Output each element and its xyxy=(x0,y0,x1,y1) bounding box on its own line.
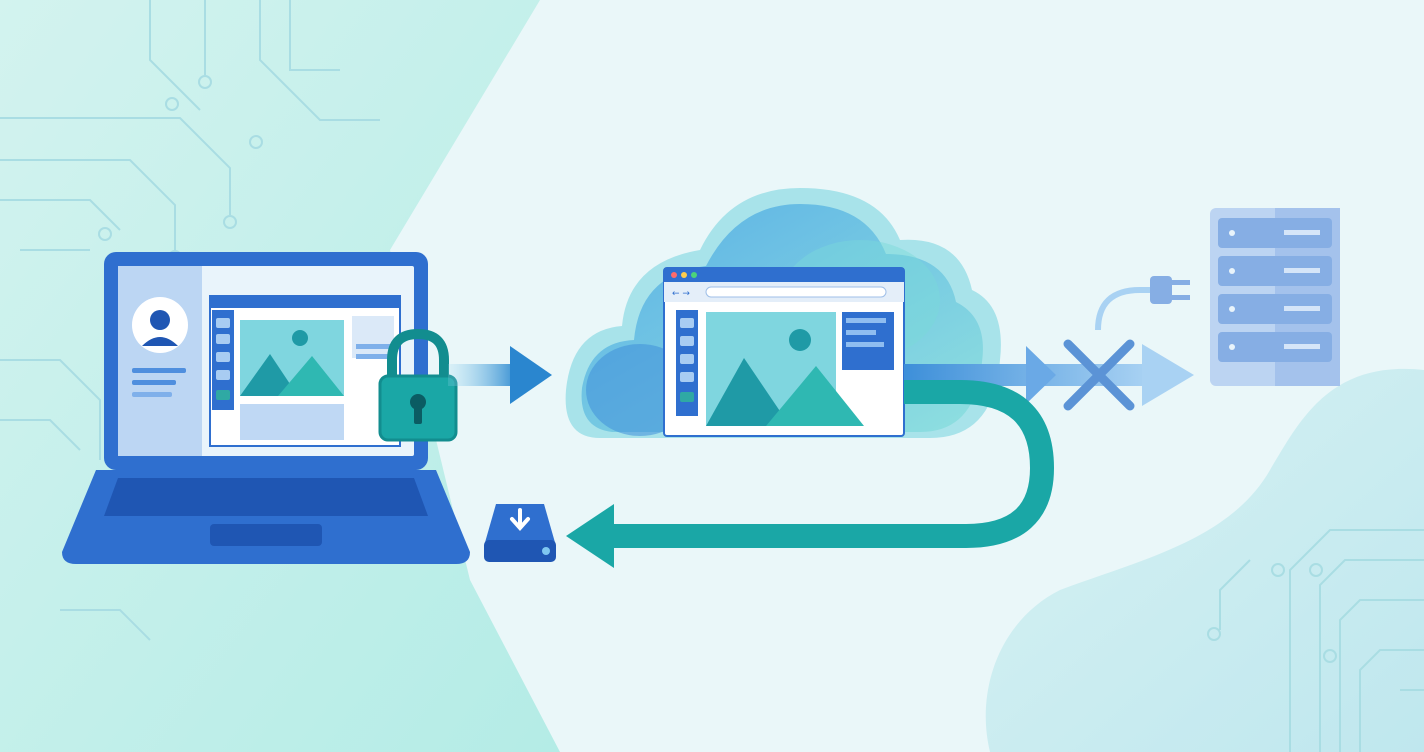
user-avatar-icon xyxy=(132,297,188,353)
cloud-image-thumbnail-icon xyxy=(706,312,864,426)
laptop-keyboard xyxy=(104,478,428,516)
arrow-laptop-to-cloud xyxy=(448,346,552,404)
laptop-touchpad xyxy=(210,524,322,546)
right-background-blob xyxy=(985,368,1424,752)
browser-window: ← → xyxy=(663,267,905,437)
circuit-traces-left xyxy=(0,0,380,641)
x-icon xyxy=(1063,339,1135,411)
padlock-icon xyxy=(378,328,458,442)
server-unit xyxy=(1218,218,1332,248)
server-unit xyxy=(1218,256,1332,286)
server-unit xyxy=(1218,294,1332,324)
laptop-sidebar xyxy=(118,266,202,456)
power-plug-icon xyxy=(1095,276,1190,331)
image-thumbnail-icon xyxy=(240,320,344,396)
server-unit xyxy=(1218,332,1332,362)
image-editor-toolbar xyxy=(676,310,698,416)
server-rack-icon xyxy=(1210,208,1340,386)
browser-address-bar xyxy=(705,286,887,298)
svg-text:← →: ← → xyxy=(672,289,690,299)
laptop-icon xyxy=(62,252,470,564)
circuit-traces-right xyxy=(1207,529,1424,752)
arrow-cloud-to-download xyxy=(566,380,1055,568)
image-editor-window xyxy=(209,295,401,447)
download-drive-icon xyxy=(484,504,556,562)
